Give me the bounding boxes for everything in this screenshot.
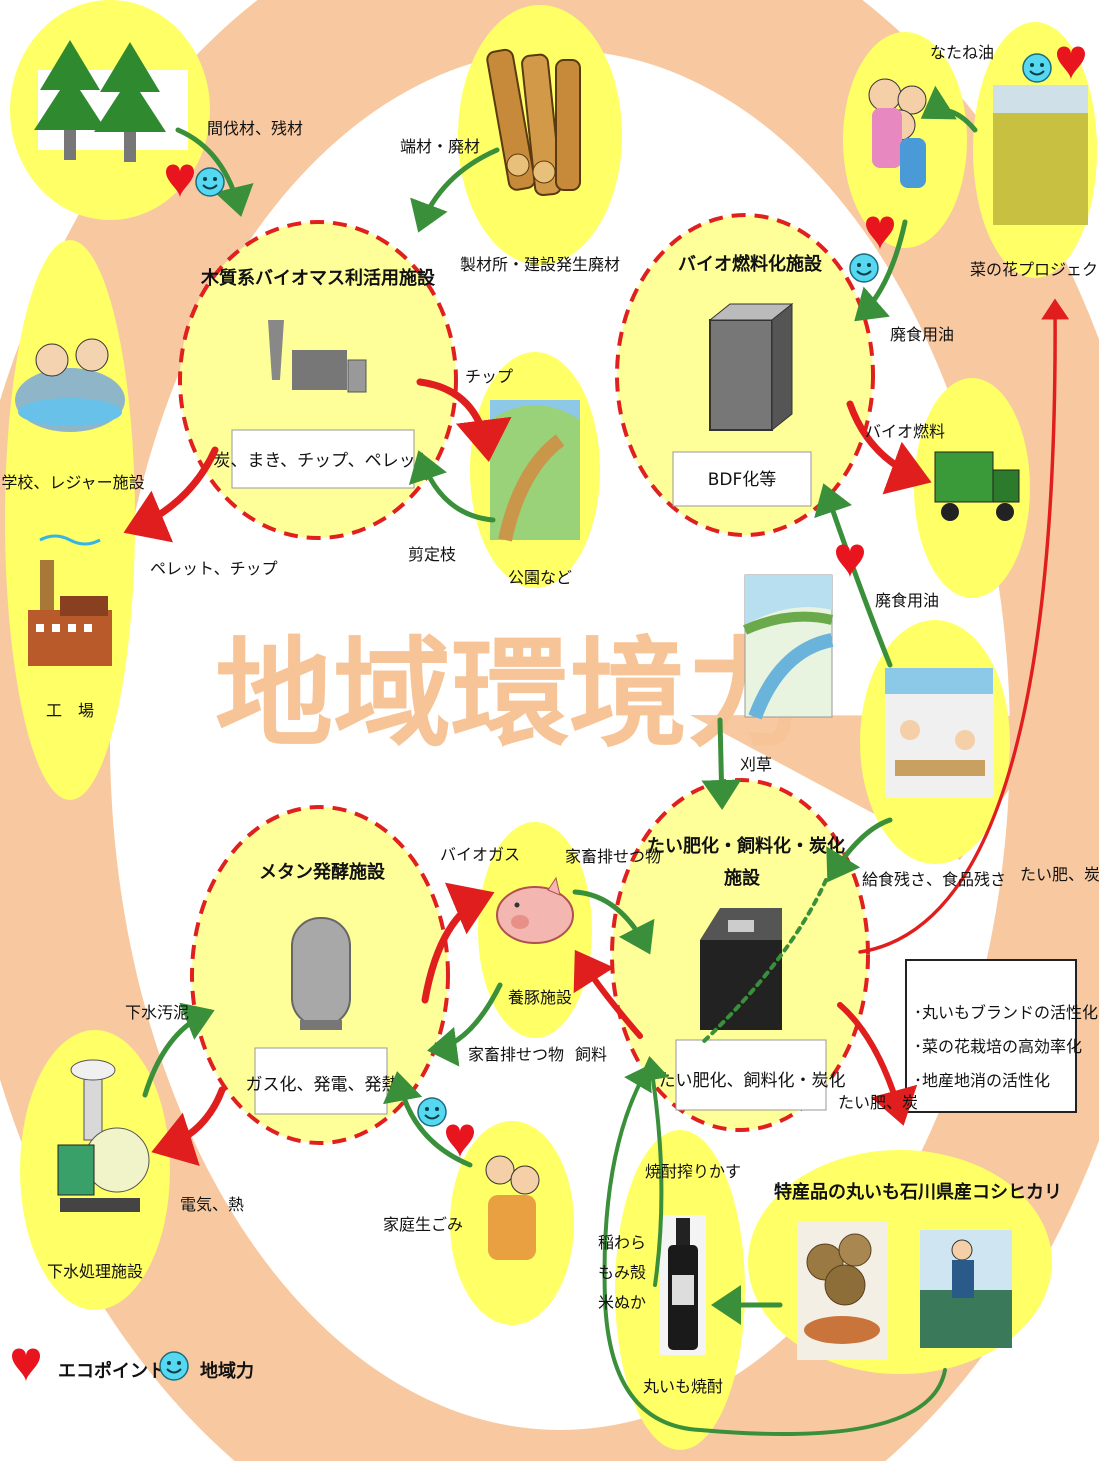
flow-power-heat: 電気、熱: [180, 1195, 244, 1214]
facility-compost-output: たい肥化、飼料化・炭化: [659, 1071, 846, 1091]
forest-trees-icon: [34, 40, 188, 162]
node-forest: [10, 0, 210, 220]
sawmill-label: 製材所・建設発生廃材: [460, 255, 620, 274]
node-sawmill: 製材所・建設発生廃材: [458, 5, 622, 274]
rice-planting-icon: [920, 1230, 1012, 1348]
local-power-smiley-icon: [159, 1351, 189, 1381]
node-home: [450, 1121, 574, 1325]
flow-home-waste: 家庭生ごみ: [383, 1215, 463, 1234]
arrows: [123, 85, 1070, 1436]
hot-spring-icon: [15, 338, 125, 432]
school-lunch-icon: [885, 668, 993, 798]
facility-wood-title: 木質系バイオマス利活用施設: [200, 267, 436, 289]
eco-point-heart-icon: [12, 1348, 40, 1382]
facility-wood-output: 炭、まき、チップ、ペレット: [213, 451, 432, 471]
shochu-bottle-icon: [660, 1215, 706, 1355]
note-3: ･地産地消の活性化: [914, 1071, 1050, 1090]
smiley-icon: [1022, 53, 1052, 83]
node-shochu: 丸いも焼酎: [615, 1130, 745, 1450]
node-school: 学校、レジャー施設 工 場: [1, 240, 145, 800]
smiley-icon: [417, 1097, 447, 1127]
sewage-plant-icon: [57, 1059, 150, 1212]
legend-local-power: 地域力: [200, 1360, 254, 1382]
node-specialty: 特産品の丸いも石川県産コシヒカリ: [748, 1150, 1062, 1374]
facility-compost-title-2: 施設: [724, 867, 761, 889]
flow-pruning: 剪定枝: [408, 545, 456, 564]
legend: エコポイント 地域力: [12, 1348, 254, 1382]
center-title: 地域環境力: [215, 625, 805, 763]
flow-scrap: 端材・廃材: [400, 137, 480, 156]
bdf-tank-icon: [708, 302, 794, 432]
node-pig: 養豚施設: [478, 822, 592, 1038]
flow-straw-2: もみ殻: [598, 1263, 646, 1282]
flow-feed: 飼料: [575, 1045, 607, 1064]
node-nanohana: 菜の花プロジェクト: [970, 22, 1099, 279]
lumber-icon: [486, 48, 581, 197]
home-family-icon: [485, 1155, 540, 1260]
smiley-icon: [195, 167, 225, 197]
node-truck: [914, 378, 1030, 598]
flow-pellet-chip: ペレット、チップ: [150, 559, 278, 578]
school-label: 学校、レジャー施設: [1, 473, 144, 492]
flow-thinning: 間伐材、残材: [207, 119, 303, 138]
sewage-label: 下水処理施設: [47, 1262, 143, 1281]
flow-chip: チップ: [465, 367, 513, 386]
pig-label: 養豚施設: [508, 988, 572, 1007]
factory-label: 工 場: [46, 701, 94, 720]
node-river-image: [742, 574, 834, 720]
factory-icon: [28, 534, 112, 666]
flow-compost-charcoal-2: たい肥、炭: [838, 1093, 918, 1112]
notes-box: ･丸いもブランドの活性化 ･菜の花栽培の高効率化 ･地産地消の活性化: [905, 959, 1098, 1113]
flow-straw-3: 米ぬか: [598, 1293, 646, 1312]
node-sewage: 下水処理施設: [20, 1030, 170, 1310]
flow-waste-oil-1: 廃食用油: [890, 325, 954, 344]
rapeseed-field-icon: [993, 85, 1088, 225]
flow-straw-1: 稲わら: [598, 1233, 646, 1252]
digester-tank-icon: [291, 917, 351, 1030]
node-park: 公園など: [470, 352, 600, 588]
park-label: 公園など: [508, 568, 572, 587]
shochu-label: 丸いも焼酎: [643, 1377, 723, 1396]
garbage-truck-icon: [934, 451, 1020, 521]
smiley-icon: [849, 253, 879, 283]
flow-manure-2: 家畜排せつ物: [468, 1045, 564, 1064]
facility-methane-title: メタン発酵施設: [259, 861, 386, 883]
flow-sludge: 下水汚泥: [125, 1003, 189, 1022]
facility-compost-title-1: たい肥化・飼料化・炭化: [647, 835, 845, 857]
node-family-top: [843, 32, 967, 248]
flow-rapeseed-oil: なたね油: [930, 43, 994, 62]
flow-biofuel: バイオ燃料: [865, 422, 945, 441]
facility-methane: メタン発酵施設 ガス化、発電、発熱: [190, 805, 450, 1145]
flow-lunch-waste: 給食残さ、食品残さ: [862, 870, 1006, 889]
facility-biofuel-output: BDF化等: [708, 470, 777, 490]
pig-icon: [496, 876, 574, 944]
specialty-label: 特産品の丸いも石川県産コシヒカリ: [774, 1181, 1062, 1203]
facility-wood: 木質系バイオマス利活用施設 炭、まき、チップ、ペレット: [178, 220, 458, 540]
facility-biofuel-title: バイオ燃料化施設: [678, 253, 823, 275]
park-landscape-icon: [490, 400, 580, 542]
wood-machine-icon: [268, 320, 367, 393]
note-2: ･菜の花栽培の高効率化: [914, 1037, 1082, 1056]
node-lunch: [860, 620, 1010, 864]
facility-biofuel: バイオ燃料化施設 BDF化等: [615, 213, 875, 537]
facility-methane-output: ガス化、発電、発熱: [246, 1075, 399, 1095]
note-1: ･丸いもブランドの活性化: [914, 1003, 1098, 1022]
flow-shochu-lees: 焼酎搾りかす: [645, 1162, 741, 1181]
legend-eco-point: エコポイント: [58, 1360, 166, 1382]
composter-icon: [700, 908, 782, 1030]
nanohana-label: 菜の花プロジェクト: [970, 260, 1099, 279]
flow-mowing: 刈草: [740, 755, 772, 774]
taro-photo-icon: [797, 1222, 887, 1360]
flow-waste-oil-2: 廃食用油: [875, 591, 939, 610]
flow-manure-1: 家畜排せつ物: [565, 847, 661, 866]
family-icon: [868, 78, 927, 188]
flow-biogas: バイオガス: [440, 845, 520, 864]
flow-compost-charcoal-1: たい肥、炭: [1020, 865, 1099, 884]
flow-labels: 間伐材、残材 端材・廃材 チップ 剪定枝 ペレット、チップ なたね油 廃食用油 …: [125, 43, 1099, 1312]
facility-compost: たい肥化・飼料化・炭化 施設 たい肥化、飼料化・炭化: [610, 778, 870, 1132]
